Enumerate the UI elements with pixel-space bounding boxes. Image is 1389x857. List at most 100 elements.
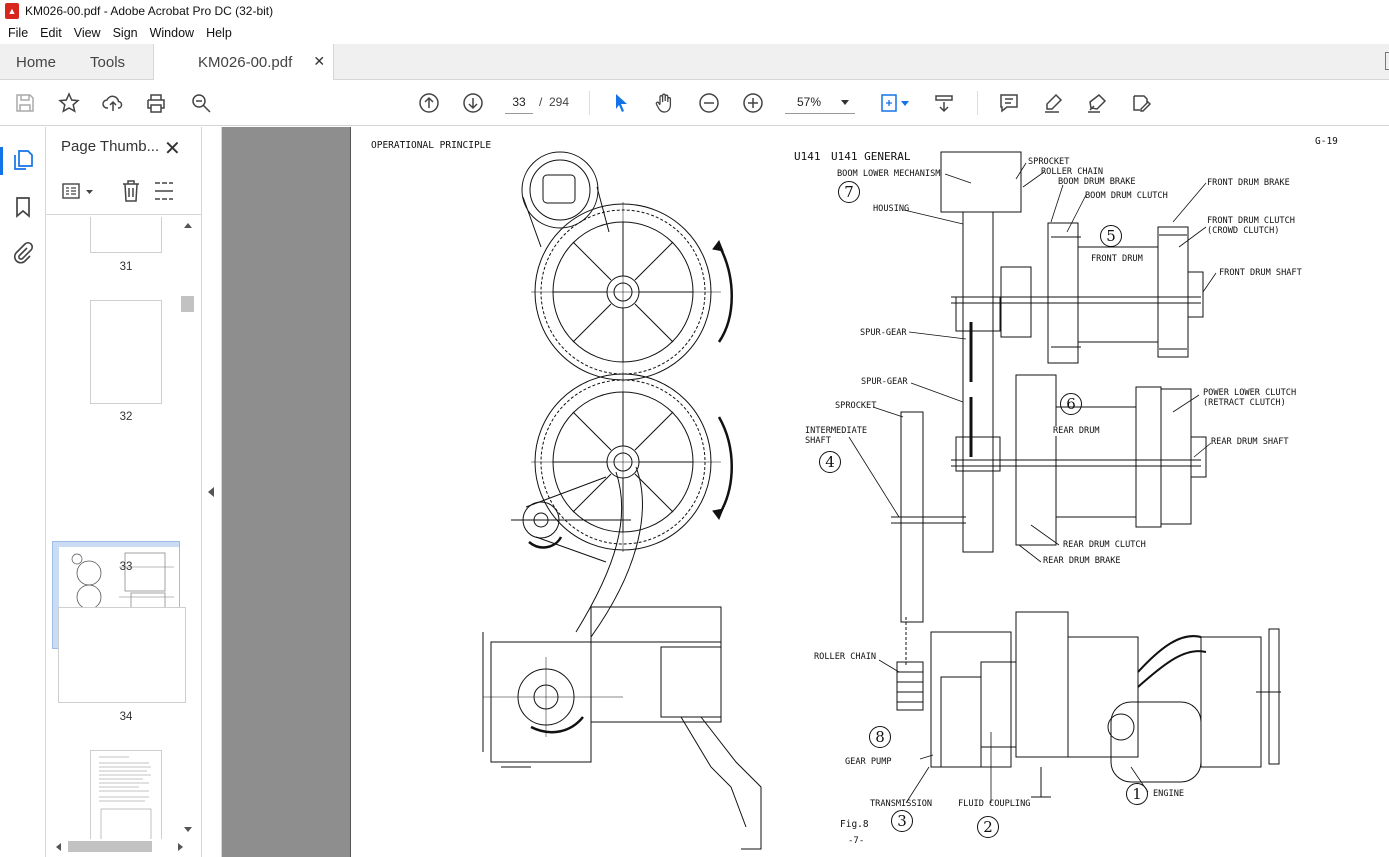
thumbnail-vertical-scrollbar[interactable] [180, 219, 196, 839]
thumbnail-options-icon[interactable] [62, 181, 96, 203]
sign-pen-icon[interactable] [1085, 91, 1109, 115]
bookmarks-icon[interactable] [11, 195, 35, 219]
collapse-panel-strip[interactable] [202, 127, 222, 857]
hand-tool-icon[interactable] [653, 91, 677, 115]
zoom-in-icon[interactable] [741, 91, 765, 115]
label-front-drum-clutch: FRONT DRUM CLUTCH [1207, 216, 1295, 226]
callout-3: 3 [891, 810, 913, 832]
zoom-select[interactable]: 57% [785, 90, 855, 114]
thumbnails-toolbar [46, 171, 202, 215]
toolbar-separator [589, 91, 590, 115]
title-bar: ▲ KM026-00.pdf - Adobe Acrobat Pro DC (3… [0, 0, 1389, 22]
next-page-icon[interactable] [461, 91, 485, 115]
thumbnail-list[interactable]: 31 32 33 34 [46, 217, 186, 839]
label-rear-drum-clutch: REAR DRUM CLUTCH [1063, 540, 1146, 550]
fit-page-dropdown-icon[interactable] [901, 101, 909, 106]
page-header-left: OPERATIONAL PRINCIPLE [371, 140, 492, 151]
page-separator: / [539, 95, 543, 109]
page-number-input[interactable]: 33 [505, 90, 533, 114]
bookmark-star-icon[interactable] [57, 91, 81, 115]
label-fluid-coupling: FLUID COUPLING [958, 799, 1031, 809]
scroll-up-icon[interactable] [184, 223, 192, 228]
pdf-page: OPERATIONAL PRINCIPLE G-19 U141 U141 GEN… [350, 127, 1389, 857]
delete-page-icon[interactable] [120, 179, 142, 203]
previous-page-icon[interactable] [417, 91, 441, 115]
label-boom-lower-mechanism: BOOM LOWER MECHANISM [837, 169, 941, 179]
close-panel-icon[interactable]: ✕ [164, 138, 181, 160]
menu-bar: File Edit View Sign Window Help [0, 22, 1389, 44]
thumbnail-label-34: 34 [119, 711, 133, 723]
collapse-panel-icon[interactable] [208, 487, 214, 497]
tab-document[interactable]: KM026-00.pdf ✕ [154, 44, 335, 81]
comment-icon[interactable] [997, 91, 1021, 115]
callout-5: 5 [1100, 225, 1122, 247]
label-rear-drum-shaft: REAR DRUM SHAFT [1211, 437, 1289, 447]
scroll-down-icon[interactable] [184, 827, 192, 832]
zoom-search-icon[interactable] [189, 91, 213, 115]
page-thumbnails-icon[interactable] [11, 148, 35, 172]
menu-sign[interactable]: Sign [112, 26, 138, 40]
model-code: U141 [794, 150, 821, 163]
callout-1: 1 [1126, 783, 1148, 805]
save-icon[interactable] [13, 91, 37, 115]
tab-home[interactable]: Home [16, 53, 57, 71]
callout-8: 8 [869, 726, 891, 748]
fit-page-icon[interactable] [877, 91, 901, 115]
menu-file[interactable]: File [8, 26, 29, 40]
close-tab-icon[interactable]: ✕ [313, 53, 326, 69]
window-title: KM026-00.pdf - Adobe Acrobat Pro DC (32-… [25, 4, 274, 18]
menu-help[interactable]: Help [206, 26, 232, 40]
rail-active-indicator [0, 147, 3, 175]
thumbnail-page-32[interactable] [90, 300, 162, 404]
menu-edit[interactable]: Edit [40, 26, 62, 40]
thumbnail-page-35[interactable] [90, 750, 162, 839]
thumbnail-horizontal-scrollbar[interactable] [52, 839, 186, 855]
label-retract-clutch: (RETRACT CLUTCH) [1203, 398, 1286, 408]
thumbnail-label-31: 31 [119, 261, 133, 273]
scroll-right-icon[interactable] [178, 843, 183, 851]
vertical-scroll-thumb[interactable] [181, 296, 194, 312]
label-roller-chain-low: ROLLER CHAIN [814, 652, 877, 662]
label-roller-chain-top: ROLLER CHAIN [1041, 167, 1104, 177]
zoom-out-icon[interactable] [697, 91, 721, 115]
thumbnail-page-34[interactable] [58, 607, 186, 703]
highlight-pen-icon[interactable] [1041, 91, 1065, 115]
print-icon[interactable] [144, 91, 168, 115]
page-total: 294 [549, 95, 570, 109]
attachments-icon[interactable] [11, 240, 35, 264]
figure-caption: Fig.8 [840, 819, 869, 830]
label-housing: HOUSING [873, 204, 910, 214]
label-sprocket-mid: SPROCKET [835, 401, 877, 411]
horizontal-scroll-thumb[interactable] [68, 841, 152, 852]
thumbnails-panel: Page Thumb... ✕ 31 32 [46, 127, 202, 857]
scroll-left-icon[interactable] [56, 843, 61, 851]
tab-bar: Home Tools KM026-00.pdf ✕ [0, 44, 1389, 81]
scroll-mode-icon[interactable] [932, 91, 956, 115]
page-footer: -7- [848, 836, 865, 846]
select-cursor-icon[interactable] [609, 91, 633, 115]
callout-4: 4 [819, 451, 841, 473]
menu-view[interactable]: View [73, 26, 101, 40]
thumbnail-page-31[interactable] [90, 217, 162, 253]
page-header-right: G-19 [1315, 136, 1338, 147]
zoom-dropdown-icon [841, 100, 849, 105]
extract-pages-icon[interactable] [153, 179, 175, 203]
callout-2: 2 [977, 816, 999, 838]
menu-window[interactable]: Window [149, 26, 195, 40]
tab-tools[interactable]: Tools [72, 44, 155, 80]
mechanism-drawing [482, 151, 1281, 850]
label-spur-gear-1: SPUR-GEAR [860, 328, 907, 338]
label-shaft: SHAFT [805, 436, 831, 446]
toolbar-separator-2 [977, 91, 978, 115]
thumbnails-panel-title: Page Thumb... [61, 138, 160, 155]
label-engine: ENGINE [1153, 789, 1185, 799]
label-sprocket-top: SPROCKET [1028, 157, 1070, 167]
fill-sign-icon[interactable] [1129, 91, 1153, 115]
panel-edge-icon[interactable] [1385, 52, 1389, 70]
callout-6: 6 [1060, 393, 1082, 415]
label-rear-drum-brake: REAR DRUM BRAKE [1043, 556, 1121, 566]
upload-cloud-icon[interactable] [101, 91, 125, 115]
label-rear-drum: REAR DRUM [1053, 426, 1100, 436]
document-viewer[interactable]: OPERATIONAL PRINCIPLE G-19 U141 U141 GEN… [222, 127, 1389, 857]
label-front-drum: FRONT DRUM [1091, 254, 1143, 264]
